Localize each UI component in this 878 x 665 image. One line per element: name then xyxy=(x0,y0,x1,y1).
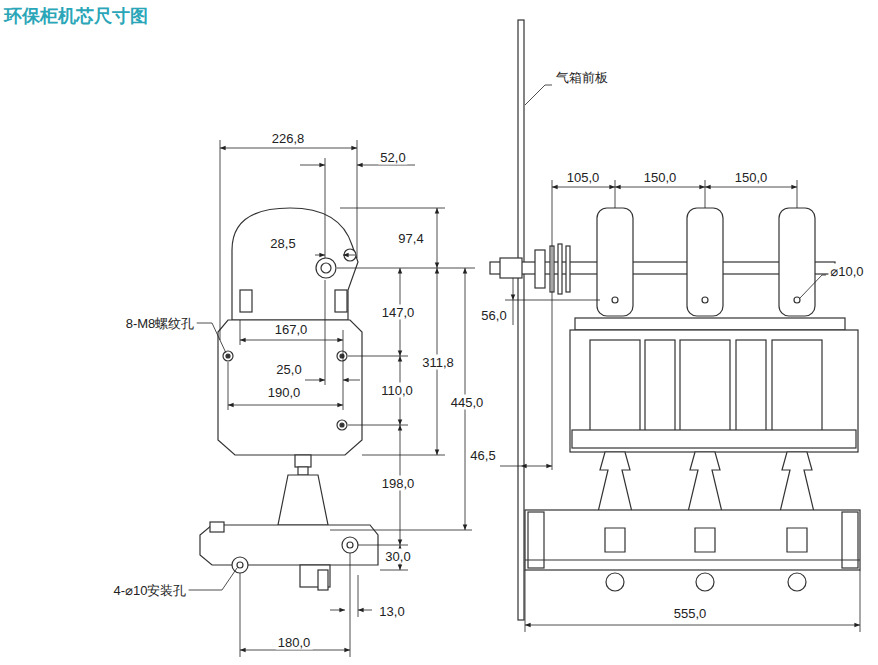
dimension-label: 190,0 xyxy=(266,385,303,400)
dimension-label: 445,0 xyxy=(449,395,486,410)
dimension-label: 555,0 xyxy=(672,606,709,621)
dimension-label: 气箱前板 xyxy=(554,70,610,85)
dimension-label: 28,5 xyxy=(268,236,297,251)
gas-box-front-plate xyxy=(518,20,524,620)
dimension-label: 147,0 xyxy=(380,305,417,320)
dimension-label: 150,0 xyxy=(733,170,770,185)
page-title: 环保柜机芯尺寸图 xyxy=(4,4,148,28)
dimension-label: 46,5 xyxy=(468,448,497,463)
dimension-label: 25,0 xyxy=(274,362,303,377)
mechanism-side-view xyxy=(200,208,378,590)
dimension-label: 97,4 xyxy=(396,231,425,246)
dimension-label: 56,0 xyxy=(479,308,508,323)
dimension-label: 8-M8螺纹孔 xyxy=(124,316,197,331)
dimension-label: ⌀10,0 xyxy=(828,264,865,279)
dimension-label: 52,0 xyxy=(378,150,407,165)
dimension-label: 110,0 xyxy=(379,383,415,398)
dimension-label: 311,8 xyxy=(420,355,456,370)
dimension-label: 198,0 xyxy=(380,476,417,491)
dimension-label: 167,0 xyxy=(273,322,310,337)
dimension-label: 226,8 xyxy=(270,131,307,146)
dimension-label: 13,0 xyxy=(377,604,406,619)
dimension-lines xyxy=(180,140,475,657)
dimension-label: 105,0 xyxy=(565,170,602,185)
dimension-lines xyxy=(500,85,860,632)
dimension-label: 4-⌀10安装孔 xyxy=(112,583,189,598)
dimension-label: 180,0 xyxy=(276,635,313,650)
dimension-label: 30,0 xyxy=(383,549,412,564)
dimension-label: 150,0 xyxy=(642,170,679,185)
switch-core-front-view xyxy=(490,208,860,591)
